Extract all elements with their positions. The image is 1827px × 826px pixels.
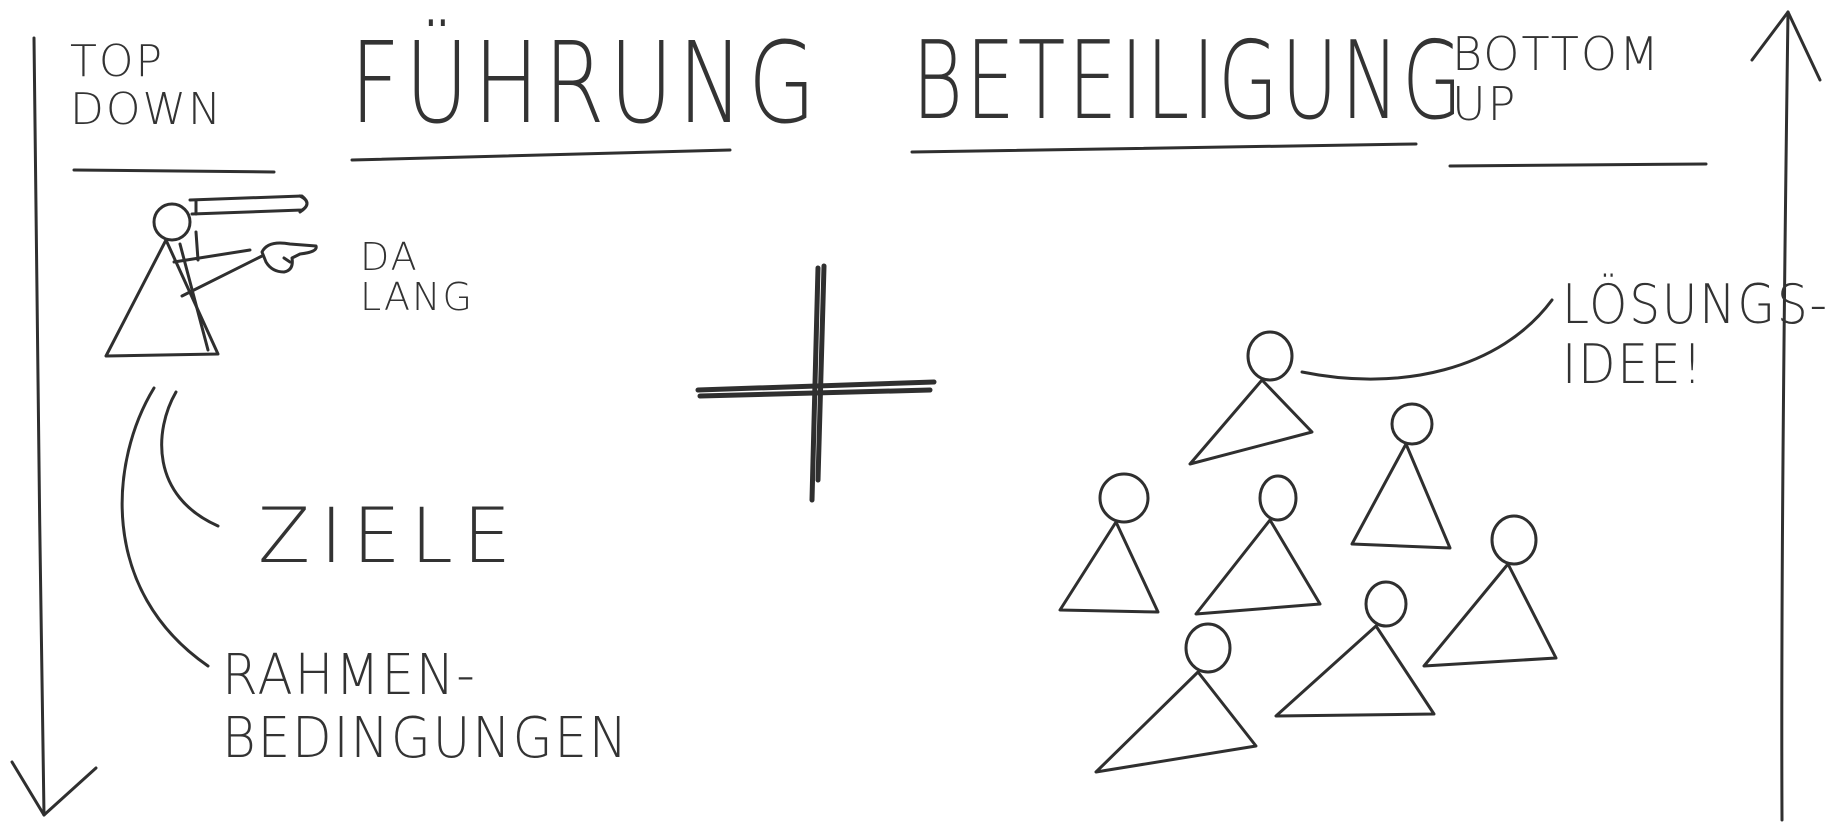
figure-3 bbox=[1060, 474, 1158, 612]
group-of-people-icon bbox=[1060, 300, 1556, 772]
figure-6 bbox=[1276, 582, 1434, 716]
label-fuehrung: FÜHRUNG bbox=[350, 28, 820, 140]
figure-5 bbox=[1424, 516, 1556, 666]
plus-sign-icon bbox=[698, 266, 934, 500]
up-arrow-icon bbox=[1752, 12, 1820, 820]
label-bottom-up: BOTTOM UP bbox=[1452, 30, 1661, 129]
heading-underlines bbox=[74, 144, 1706, 172]
figure-7 bbox=[1096, 624, 1256, 772]
label-beteiligung: BETEILIGUNG bbox=[912, 28, 1465, 136]
label-rahmenbedingungen: RAHMEN- BEDINGUNGEN bbox=[222, 645, 629, 770]
leader-figure-icon bbox=[106, 196, 307, 356]
figure-2 bbox=[1352, 404, 1450, 548]
figure-1 bbox=[1190, 300, 1552, 464]
label-ziele: ZIELE bbox=[258, 498, 521, 574]
down-arrow-icon bbox=[12, 38, 96, 815]
label-loesungsidee: LÖSUNGS- IDEE! bbox=[1562, 275, 1827, 396]
label-top-down: TOP DOWN bbox=[70, 38, 223, 133]
figure-4 bbox=[1196, 476, 1320, 614]
label-da-lang: DA LANG bbox=[360, 238, 474, 318]
rahmen-bracket bbox=[122, 388, 208, 666]
ziele-bracket bbox=[162, 392, 218, 526]
pointing-hand-icon bbox=[262, 243, 316, 272]
